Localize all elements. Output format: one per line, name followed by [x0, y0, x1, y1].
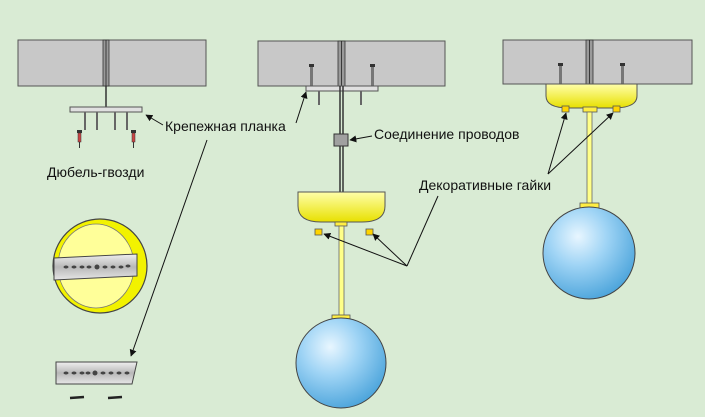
- glass-globe-icon: [295, 317, 387, 409]
- mounted-strip-icon: [305, 85, 379, 105]
- canopy-bottom-view-icon: [52, 218, 148, 314]
- assembled-stem-icon: [579, 111, 600, 211]
- decorative-nut-icon: [314, 228, 374, 236]
- stage-2-ceiling: [257, 40, 446, 87]
- dowel-nails-icon: [77, 130, 136, 148]
- dowel-nails-label: Дюбель-гвозди: [47, 164, 144, 180]
- stage-3-ceiling: [502, 39, 693, 85]
- canopy-icon: [297, 191, 386, 223]
- mounting-strip-icon: [69, 86, 143, 130]
- assembled-globe-icon: [542, 206, 636, 300]
- wire-connection-label: Соединение проводов: [374, 126, 519, 142]
- mounting-strip-label: Крепежная планка: [165, 118, 286, 134]
- leader-lines: [129, 91, 614, 357]
- lamp-stem-icon: [331, 221, 351, 322]
- strip-detail-icon: [55, 361, 138, 400]
- stage-1-ceiling: [17, 39, 207, 87]
- decorative-nuts-label: Декоративные гайки: [419, 177, 551, 193]
- wire-connection-icon: [333, 133, 349, 147]
- mounted-canopy-icon: [545, 83, 638, 113]
